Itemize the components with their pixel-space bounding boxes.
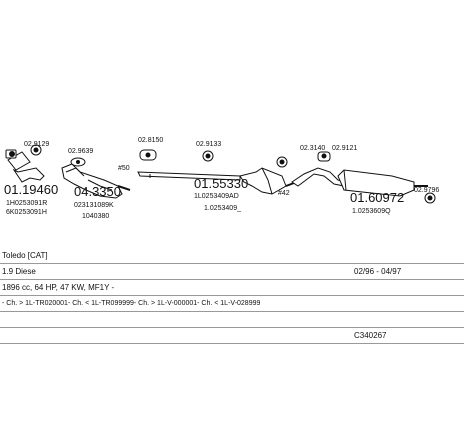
specs-row: 1896 cc, 64 HP, 47 KW, MF1Y - <box>0 280 464 296</box>
part-label: #50 <box>118 165 130 172</box>
model-text: Toledo [CAT] <box>2 251 48 260</box>
years-text: 02/96 - 04/97 <box>354 267 402 276</box>
part-label: 02.8150 <box>138 137 163 144</box>
oem-number-label: 1L0253409AD <box>194 193 239 200</box>
clamp-part-3 <box>276 156 288 168</box>
specs-text: 1896 cc, 64 HP, 47 KW, MF1Y - <box>2 283 115 292</box>
part-label: 02.9129 <box>24 141 49 148</box>
hanger-part-1 <box>139 149 157 161</box>
engine-row: 1.9 Diese 02/96 - 04/97 <box>0 264 464 280</box>
part-label: 02.3140 <box>300 145 325 152</box>
oem-number-label: 1H0253091R <box>6 200 47 207</box>
part-label: #42 <box>278 190 290 197</box>
chassis-row: - Ch. > 1L-TR020001- Ch. < 1L-TR099999- … <box>0 296 464 312</box>
intermediate-pipe-part <box>137 171 241 181</box>
oem-number-label: 1.0253609Q <box>352 208 391 215</box>
clamp-part-1 <box>30 144 42 156</box>
engine-text: 1.9 Diese <box>2 267 36 276</box>
part-label: 02.9121 <box>332 145 357 152</box>
ref-row: C340267 <box>0 328 464 344</box>
oem-number-label: 1040380 <box>82 213 109 220</box>
part-label: 02.9796 <box>414 187 439 194</box>
gasket-part <box>70 157 86 167</box>
vehicle-info-table: Toledo [CAT] 1.9 Diese 02/96 - 04/97 189… <box>0 248 464 344</box>
catalytic-converter-part <box>61 163 131 199</box>
oem-number-label: 6K0253091H <box>6 209 47 216</box>
front-pipe-part <box>5 149 45 183</box>
part-number-label: 01.19460 <box>4 182 58 197</box>
rear-silencer-part <box>337 169 428 197</box>
clamp-part-2 <box>202 150 214 162</box>
empty-row <box>0 312 464 328</box>
part-number-label: 01.60972 <box>350 190 404 205</box>
part-number-label: 01.55330 <box>194 176 248 191</box>
oem-number-label: 023131089K <box>74 202 114 209</box>
part-label: 02.9639 <box>68 148 93 155</box>
hanger-part-2 <box>317 151 331 162</box>
part-label: 02.9133 <box>196 141 221 148</box>
model-row: Toledo [CAT] <box>0 248 464 264</box>
part-number-label: 04.3350 <box>74 184 121 199</box>
ref-text: C340267 <box>354 331 387 340</box>
tail-clamp-part <box>424 192 436 204</box>
oem-number-label: 1.0253409_ <box>204 205 241 212</box>
chassis-text: - Ch. > 1L-TR020001- Ch. < 1L-TR099999- … <box>2 300 261 307</box>
